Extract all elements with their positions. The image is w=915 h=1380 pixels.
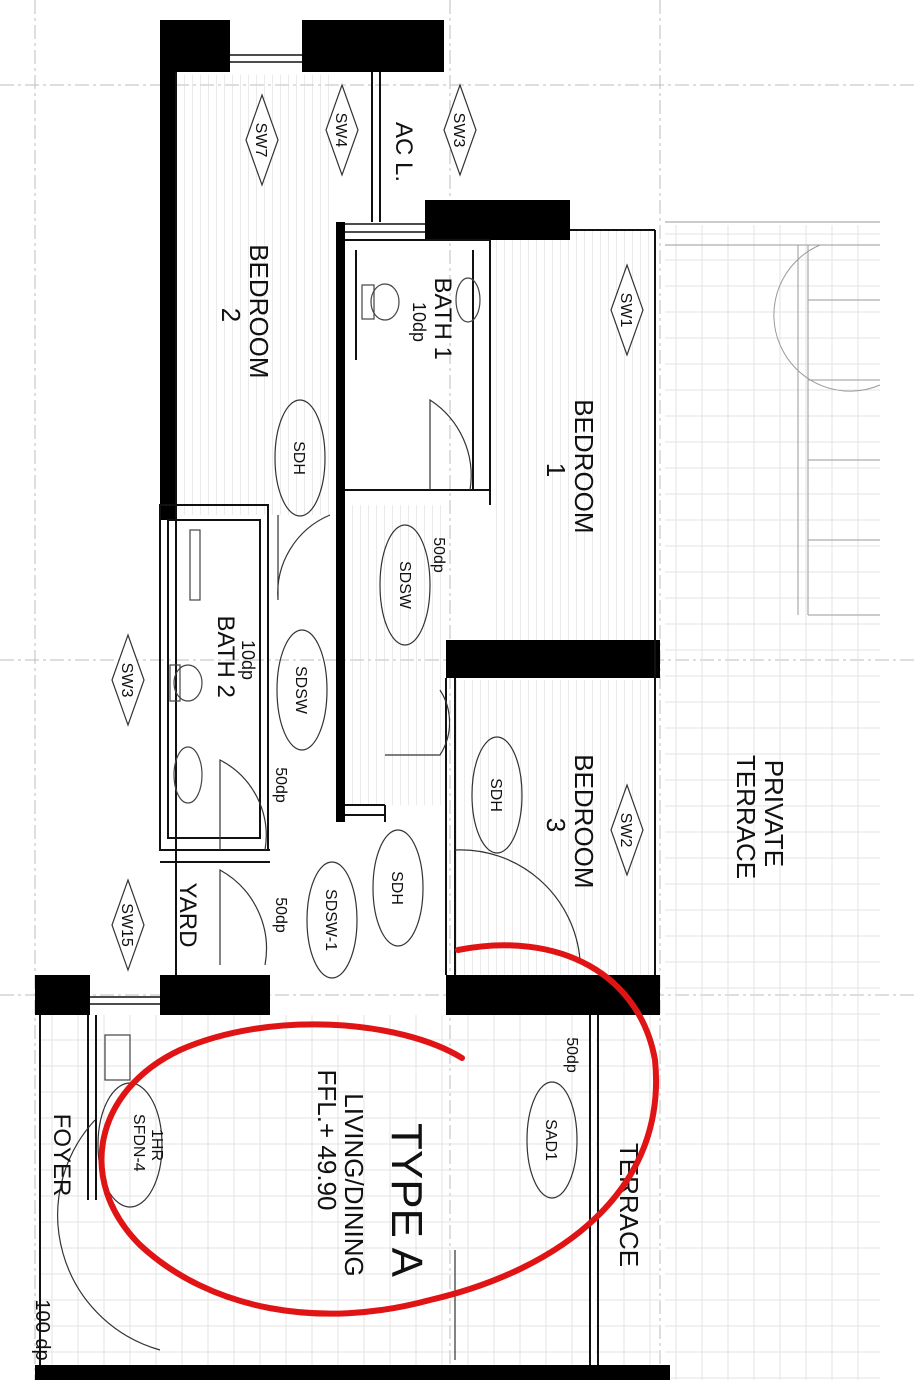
yard-label: YARD bbox=[174, 883, 201, 948]
bath1-label: BATH 1 10dp bbox=[409, 278, 456, 367]
unit-type-label: TYPE A bbox=[382, 1123, 431, 1278]
dp-terrace-text: 50dp bbox=[563, 1037, 580, 1073]
foyer-dp-label: 100 dp bbox=[31, 1299, 53, 1360]
window-tags bbox=[111, 83, 644, 972]
bedroom2-label: BEDROOM 2 bbox=[216, 244, 274, 386]
red-annotation-circle bbox=[98, 942, 660, 1317]
sdh-bed2-tag bbox=[274, 399, 326, 517]
terrace-floor bbox=[595, 1015, 660, 1365]
sw15-text: SW15 bbox=[118, 903, 135, 947]
private-terrace-label: PRIVATE TERRACE bbox=[731, 755, 789, 879]
sdh-living-tag bbox=[372, 829, 424, 947]
sw4-text: SW4 bbox=[332, 113, 349, 148]
drop-level-labels: 50dp 50dp 50dp 50dp bbox=[272, 537, 580, 1073]
sw3-top-text: SW3 bbox=[450, 113, 467, 148]
door-swings bbox=[57, 398, 581, 1360]
sw3-left-tag bbox=[111, 633, 145, 727]
sdsw1-yard-text: SDSW-1 bbox=[322, 889, 339, 951]
dp-yard-text: 50dp bbox=[272, 897, 289, 933]
sdsw-bath2-text: SDSW bbox=[292, 666, 309, 715]
private-terrace-floor bbox=[665, 225, 880, 1380]
corridor-floor bbox=[345, 505, 445, 805]
living-dining-label: LIVING/DINING bbox=[339, 1093, 369, 1276]
sad1-tag bbox=[526, 1081, 578, 1199]
sdh-bed3-text: SDH bbox=[487, 778, 504, 812]
sw2-tag bbox=[610, 783, 644, 877]
sfdn-text: SFDN-4 1HR bbox=[130, 1114, 165, 1176]
structural-walls bbox=[35, 20, 670, 1380]
window-tag-labels: SW7 SW4 SW3 SW1 SW2 SW3 SW15 bbox=[118, 113, 634, 947]
bedroom3-label: BEDROOM 3 bbox=[541, 754, 599, 896]
sw4-tag bbox=[325, 83, 359, 177]
sw2-text: SW2 bbox=[617, 813, 634, 848]
sw7-text: SW7 bbox=[252, 123, 269, 158]
ffl-label: FFL.+ 49.90 bbox=[312, 1070, 342, 1211]
sdsw-bath1-tag bbox=[379, 524, 431, 646]
sdsw-bath2-tag bbox=[276, 629, 328, 751]
sw1-text: SW1 bbox=[617, 293, 634, 328]
room-labels: BEDROOM 2 BEDROOM 1 BEDROOM 3 BATH 1 10d… bbox=[31, 122, 789, 1361]
sw7-tag bbox=[245, 93, 279, 187]
windows bbox=[90, 54, 425, 1005]
door-tag-labels: SDH SDSW SDSW SDH SDH SDSW-1 SAD1 SFDN-4… bbox=[130, 441, 559, 1176]
sw3-left-text: SW3 bbox=[118, 663, 135, 698]
sdh-bed3-tag bbox=[471, 736, 523, 854]
sw1-tag bbox=[610, 263, 644, 357]
private-terrace-screens bbox=[665, 221, 881, 616]
sdsw1-yard-tag bbox=[306, 861, 358, 979]
sad1-text: SAD1 bbox=[542, 1119, 559, 1161]
sdh-living-text: SDH bbox=[388, 871, 405, 905]
bath2-label: BATH 2 10dp bbox=[212, 616, 258, 705]
living-floor bbox=[160, 1015, 590, 1365]
sw15-tag bbox=[111, 878, 145, 972]
bedroom1-label: BEDROOM 1 bbox=[541, 399, 599, 541]
dp-bath2-text: 50dp bbox=[272, 767, 289, 803]
ac-ledge-label: AC L. bbox=[390, 122, 417, 182]
sw3-top-tag bbox=[443, 83, 477, 177]
partition-walls bbox=[39, 72, 656, 1365]
bath-fixtures bbox=[104, 277, 481, 1081]
dp-bath1-text: 50dp bbox=[430, 537, 447, 573]
sdh-bed2-text: SDH bbox=[290, 441, 307, 475]
foyer-label: FOYER bbox=[48, 1114, 75, 1197]
sdsw-bath1-text: SDSW bbox=[396, 561, 413, 610]
